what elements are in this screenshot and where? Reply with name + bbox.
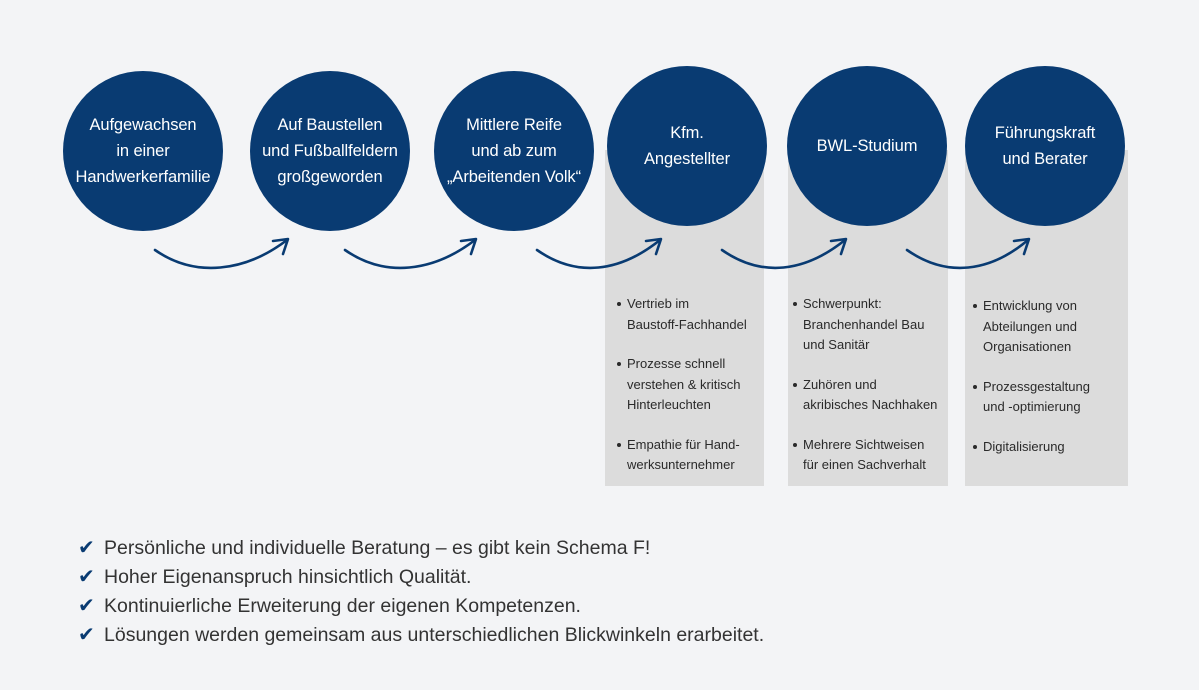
detail-item: Mehrere Sichtweisen für einen Sachverhal… [792,435,947,476]
step-circle-1: Aufgewachsen in einer Handwerkerfamilie [63,71,223,231]
detail-item: Vertrieb im Baustoff-Fachhandel [616,294,761,335]
highlight-item: ✔ Kontinuierliche Erweiterung der eigene… [78,592,764,621]
detail-item: Zuhören und akribisches Nachhaken [792,375,947,416]
checkmark-icon: ✔ [78,624,95,646]
detail-item: Prozesse schnell verstehen & kritisch Hi… [616,354,761,416]
arrow-2-to-3 [343,237,478,270]
arrow-5-to-6 [905,237,1031,270]
detail-item: Entwicklung von Abteilungen und Organisa… [972,296,1124,358]
highlight-item: ✔ Hoher Eigenanspruch hinsichtlich Quali… [78,563,764,592]
detail-list-bwl: Schwerpunkt: Branchenhandel Bau und Sani… [792,294,947,495]
arrow-1-to-2 [153,237,290,270]
detail-item: Schwerpunkt: Branchenhandel Bau und Sani… [792,294,947,356]
step-circle-5: BWL-Studium [787,66,947,226]
arrow-4-to-5 [720,237,848,270]
detail-item: Empathie für Hand- werksunternehmer [616,435,761,476]
step-circle-4: Kfm. Angestellter [607,66,767,226]
detail-item: Prozessgestaltung und -optimierung [972,377,1124,418]
detail-list-fuehrung: Entwicklung von Abteilungen und Organisa… [972,296,1124,476]
highlight-text: Lösungen werden gemeinsam aus unterschie… [104,624,765,646]
checkmark-icon: ✔ [78,566,95,588]
highlight-item: ✔ Persönliche und individuelle Beratung … [78,534,764,563]
step-circle-6: Führungskraft und Berater [965,66,1125,226]
checkmark-icon: ✔ [78,595,95,617]
highlight-text: Persönliche und individuelle Beratung – … [104,537,651,559]
highlight-text: Kontinuierliche Erweiterung der eigenen … [104,595,581,617]
highlights-list: ✔ Persönliche und individuelle Beratung … [78,534,764,650]
highlight-text: Hoher Eigenanspruch hinsichtlich Qualitä… [104,566,472,588]
checkmark-icon: ✔ [78,537,95,559]
arrow-3-to-4 [535,237,663,270]
step-circle-2: Auf Baustellen und Fußballfeldern großge… [250,71,410,231]
detail-item: Digitalisierung [972,437,1124,458]
highlight-item: ✔ Lösungen werden gemeinsam aus untersch… [78,621,764,650]
step-circle-3: Mittlere Reife und ab zum „Arbeitenden V… [434,71,594,231]
detail-list-kfm: Vertrieb im Baustoff-Fachhandel Prozesse… [616,294,761,495]
